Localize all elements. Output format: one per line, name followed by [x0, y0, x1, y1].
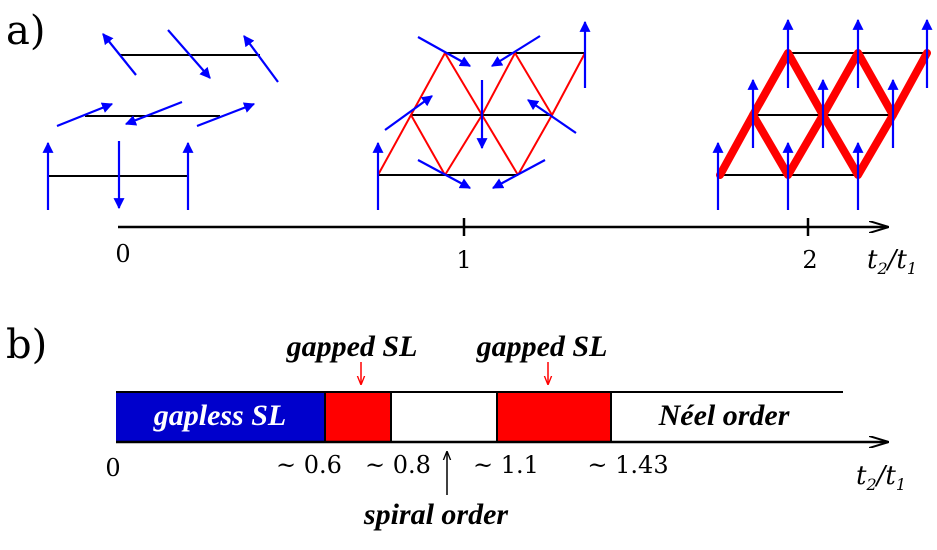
spin-arrow — [196, 102, 256, 128]
spin-arrow — [527, 99, 577, 134]
gapless-sl-label: gapless SL — [153, 399, 287, 432]
region-gapped-sl-1 — [324, 391, 392, 443]
tick-label: 0 — [115, 240, 130, 268]
diagonal-bond — [444, 52, 483, 116]
diagonal-bond — [444, 50, 554, 176]
boundary-label: ~ 0.8 — [365, 451, 431, 479]
panel-b-axis-label: t2/t1 — [856, 461, 906, 494]
tick-label: 2 — [802, 246, 817, 274]
spin-arrows-neel — [712, 18, 933, 210]
spin-arrow — [243, 35, 279, 83]
spin-arrow — [417, 36, 471, 67]
gapped-sl-annotation-2: gapped SL — [476, 330, 608, 363]
boundary-label: ~ 1.1 — [473, 451, 539, 479]
spiral-order-annotation: spiral order — [363, 498, 509, 531]
spin-arrow — [56, 102, 114, 128]
diagonal-bond — [551, 52, 586, 116]
panel-a-label: a) — [6, 8, 45, 54]
panel-b-label: b) — [6, 322, 47, 368]
tick-label: 1 — [456, 246, 471, 274]
diagonal-bond — [410, 114, 446, 176]
spin-arrow — [124, 100, 183, 126]
boundary-label: ~ 0.6 — [276, 451, 342, 479]
spin-arrow — [384, 95, 433, 131]
gapped-sl-annotation-1: gapped SL — [286, 330, 418, 363]
region-spiral-order — [390, 391, 498, 443]
spin-arrow — [102, 33, 137, 76]
region-gapless-sl — [116, 392, 325, 442]
spin-arrow — [492, 159, 546, 189]
lattice-decoupled-chains — [42, 29, 279, 210]
boundary-label: 0 — [105, 454, 120, 482]
spin-arrow — [167, 29, 211, 79]
panel-a-axis: 0 1 2 t2/t1 — [115, 218, 917, 278]
region-gapped-sl-2 — [496, 391, 612, 443]
spin-arrows-chains — [42, 29, 279, 210]
lattice-neel — [712, 18, 933, 210]
phase-bar: gapless SL Néel order — [116, 391, 843, 443]
axis-label: t2/t1 — [867, 245, 917, 278]
spin-arrow — [491, 35, 541, 67]
diagonal-bond — [481, 114, 519, 176]
spin-arrows-triangular — [372, 20, 591, 210]
lattice-triangular — [372, 20, 591, 210]
boundary-label: ~ 1.43 — [587, 451, 668, 479]
spin-arrow — [417, 159, 471, 189]
neel-order-label: Néel order — [658, 399, 790, 432]
